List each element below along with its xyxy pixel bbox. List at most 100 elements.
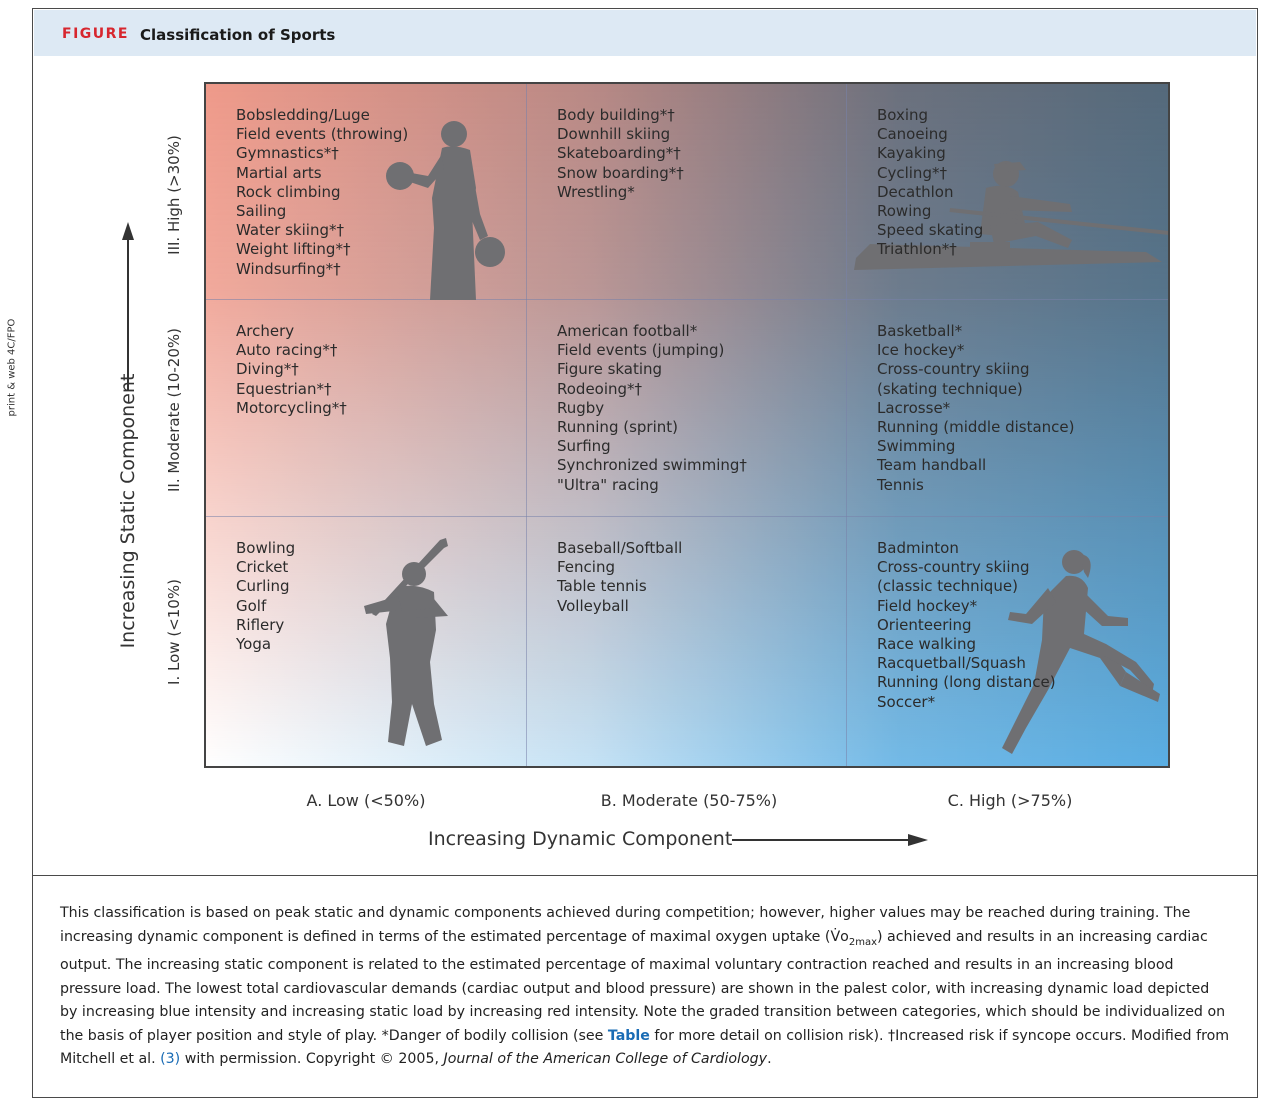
sport-item: Cross-country skiing xyxy=(877,360,1030,379)
sport-item: Field hockey* xyxy=(877,596,978,615)
sport-item: Badminton xyxy=(877,539,959,557)
sport-item: Riflery xyxy=(236,615,285,634)
sport-item: Bobsledding/Luge xyxy=(236,106,370,124)
sport-item: Volleyball xyxy=(557,596,629,615)
sport-item: Archery xyxy=(236,322,295,340)
sport-item: Sailing xyxy=(236,202,287,221)
row-label-high: III. High (>30%) xyxy=(165,135,183,255)
sport-item: (classic technique) xyxy=(877,577,1018,596)
sport-item: Tennis xyxy=(877,475,924,494)
sport-item: Equestrian*† xyxy=(236,379,332,398)
sport-item: Soccer* xyxy=(877,692,936,711)
sport-item: "Ultra" racing xyxy=(557,475,659,494)
figure-label: FIGURE xyxy=(62,26,129,42)
sport-item: Surfing xyxy=(557,437,611,456)
sport-item: Windsurfing*† xyxy=(236,259,341,278)
sport-item: American football* xyxy=(557,322,698,340)
caption-text: This classification is based on peak sta… xyxy=(60,905,1230,1068)
sport-item: (skating technique) xyxy=(877,379,1023,398)
sport-item: Water skiing*† xyxy=(236,221,344,240)
sport-item: Weight lifting*† xyxy=(236,240,351,259)
table-link[interactable]: Table xyxy=(607,1027,650,1044)
sport-item: Cycling*† xyxy=(877,163,947,182)
sport-item: Table tennis xyxy=(557,577,647,596)
sport-item: Bowling xyxy=(236,539,296,557)
caption-divider xyxy=(33,875,1257,876)
sport-item: Body building*† xyxy=(557,106,675,124)
sport-item: Triathlon*† xyxy=(877,240,957,259)
golfer-silhouette-icon xyxy=(364,538,448,746)
rower-silhouette-icon xyxy=(854,161,1168,270)
side-note: print & web 4C/FPO xyxy=(2,302,22,442)
sport-item: Canoeing xyxy=(877,125,948,144)
sport-item: Rugby xyxy=(557,398,605,417)
sport-item: Wrestling* xyxy=(557,182,635,201)
sport-item: Yoga xyxy=(236,635,272,654)
sport-item: Lacrosse* xyxy=(877,398,951,417)
sport-item: Boxing xyxy=(877,106,929,124)
row-label-low: I. Low (<10%) xyxy=(165,579,183,685)
column-divider xyxy=(526,84,527,766)
sport-item: Speed skating xyxy=(877,221,984,240)
sport-item: Diving*† xyxy=(236,360,299,379)
figure-caption: This classification is based on peak sta… xyxy=(60,902,1230,1072)
sport-item: Figure skating xyxy=(557,360,663,379)
sport-item: Basketball* xyxy=(877,322,963,340)
sport-item: Cricket xyxy=(236,558,289,577)
column-label-low: A. Low (<50%) xyxy=(306,791,426,810)
sport-item: Field events (throwing) xyxy=(236,125,409,144)
column-label-high: C. High (>75%) xyxy=(947,791,1073,810)
sport-item: Gymnastics*† xyxy=(236,144,339,163)
sport-item: Race walking xyxy=(877,635,977,654)
sport-item: Fencing xyxy=(557,558,615,577)
sport-item: Decathlon xyxy=(877,182,954,201)
sport-item: Golf xyxy=(236,596,267,615)
column-label-moderate: B. Moderate (50-75%) xyxy=(600,791,778,810)
sport-item: Field events (jumping) xyxy=(557,341,725,360)
sport-item: Baseball/Softball xyxy=(557,539,683,557)
row-label-moderate: II. Moderate (10-20%) xyxy=(165,327,183,493)
sport-item: Running (long distance) xyxy=(877,673,1056,692)
sport-item: Kayaking xyxy=(877,144,946,163)
side-note-text: print & web 4C/FPO xyxy=(6,318,18,417)
cell-moderate-static-moderate-dynamic: American football*Field events (jumping)… xyxy=(527,300,846,516)
sport-item: Rodeoing*† xyxy=(557,379,643,398)
arrow-up-icon xyxy=(122,222,134,390)
column-divider xyxy=(846,84,847,766)
sport-item: Martial arts xyxy=(236,163,322,182)
sport-item: Racquetball/Squash xyxy=(877,654,1026,673)
figure-title: Classification of Sports xyxy=(140,26,336,44)
sport-item: Cross-country skiing xyxy=(877,558,1030,577)
sport-item: Auto racing*† xyxy=(236,341,338,360)
sport-item: Motorcycling*† xyxy=(236,398,347,417)
sport-item: Swimming xyxy=(877,437,956,456)
arrow-right-icon xyxy=(732,834,928,846)
figure-header: FIGURE Classification of Sports xyxy=(34,10,1256,56)
weightlifter-silhouette-icon xyxy=(386,121,505,300)
reference-link[interactable]: (3) xyxy=(160,1051,181,1068)
cell-moderate-static-high-dynamic: Basketball*Ice hockey*Cross-country skii… xyxy=(847,300,1168,516)
row-divider xyxy=(206,299,1168,300)
sport-item: Running (sprint) xyxy=(557,418,678,437)
sport-item: Skateboarding*† xyxy=(557,144,681,163)
sport-item: Curling xyxy=(236,577,290,596)
sport-item: Rock climbing xyxy=(236,182,341,201)
sport-item: Orienteering xyxy=(877,615,972,634)
sport-item: Running (middle distance) xyxy=(877,418,1075,437)
sport-item: Team handball xyxy=(877,456,987,475)
sport-item: Synchronized swimming† xyxy=(557,456,747,475)
figure-frame: FIGURE Classification of Sports xyxy=(32,8,1258,1098)
sport-item: Rowing xyxy=(877,202,932,221)
x-axis-title: Increasing Dynamic Component xyxy=(428,828,733,850)
sport-item: Ice hockey* xyxy=(877,341,965,360)
sport-item: Snow boarding*† xyxy=(557,163,684,182)
runner-silhouette-icon xyxy=(1002,550,1160,754)
